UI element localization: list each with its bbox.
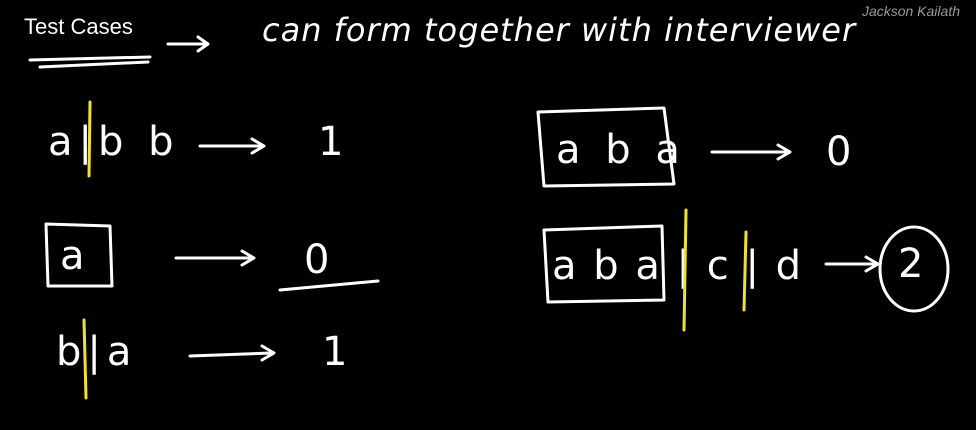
title-underline-1 bbox=[28, 55, 152, 62]
header-arrow bbox=[166, 35, 210, 53]
example-5-input: a b a | c | d bbox=[552, 243, 804, 289]
example-2-input: a bbox=[60, 233, 91, 279]
author-watermark: Jackson Kailath bbox=[861, 3, 960, 19]
arrow-4 bbox=[710, 143, 792, 161]
arrow-2 bbox=[174, 249, 256, 267]
example-4-input: a b a bbox=[556, 127, 686, 173]
handwritten-note: can form together with interviewer bbox=[262, 11, 857, 49]
box-aba-partition bbox=[542, 224, 666, 304]
example-3-input: b|a bbox=[56, 329, 138, 375]
example-4-result: 0 bbox=[826, 129, 852, 175]
box-aba bbox=[536, 106, 676, 188]
example-1-input: a|b b bbox=[48, 119, 180, 165]
example-1-result: 1 bbox=[318, 119, 344, 165]
arrow-1 bbox=[198, 137, 266, 155]
arrow-3 bbox=[188, 344, 276, 362]
example-5-result: 2 bbox=[898, 241, 924, 287]
partition-marker-4 bbox=[742, 230, 748, 312]
result-circle bbox=[878, 225, 950, 313]
box-single-a bbox=[44, 222, 114, 288]
partition-marker-1 bbox=[87, 100, 92, 178]
example-2-result: 0 bbox=[304, 237, 330, 283]
title-underline-2 bbox=[38, 60, 150, 69]
arrow-5 bbox=[824, 255, 880, 273]
title-test-cases: Test Cases bbox=[24, 14, 133, 39]
partition-marker-2 bbox=[82, 318, 88, 400]
result-2-underline bbox=[278, 279, 380, 292]
example-3-result: 1 bbox=[322, 329, 348, 375]
partition-marker-3 bbox=[682, 208, 688, 332]
